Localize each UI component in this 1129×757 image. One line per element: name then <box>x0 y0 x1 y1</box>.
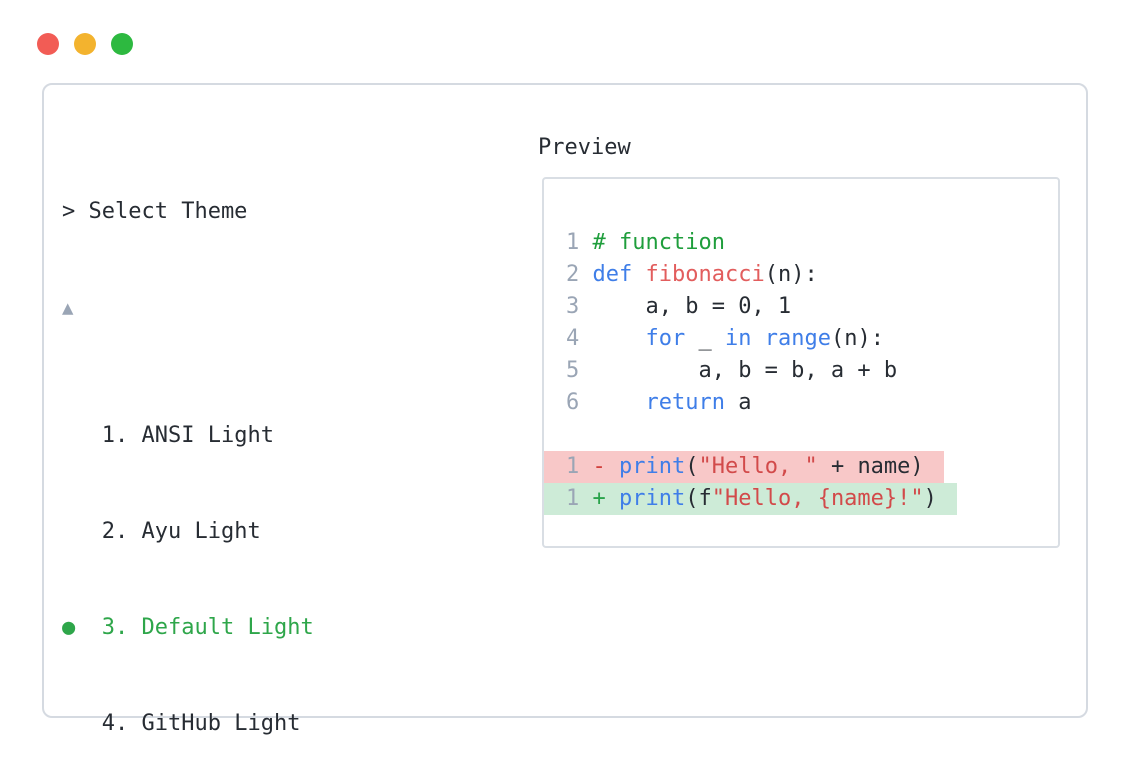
string-token: "Hello, " <box>698 454 818 479</box>
code-line: 3 a, b = 0, 1 <box>566 294 792 319</box>
option-label: ANSI Light <box>141 423 274 448</box>
selected-bullet-icon <box>62 423 89 448</box>
option-dot: . <box>115 519 142 544</box>
theme-picker: > Select Theme ▲ 1. ANSI Light 2. Ayu Li… <box>62 132 843 757</box>
string-token: "Hello, {name}!" <box>711 486 924 511</box>
option-label: Default Light <box>141 615 314 640</box>
close-button[interactable] <box>37 33 59 55</box>
keyword-token: def <box>592 262 646 287</box>
option-number: 4 <box>88 711 115 736</box>
code-line: 2 def fibonacci(n): <box>566 262 818 287</box>
code-line: 6 return a <box>566 390 752 415</box>
theme-option-ayu-light[interactable]: 2. Ayu Light <box>62 516 843 548</box>
keyword-token: range <box>764 326 831 351</box>
keyword-token: return <box>645 390 725 415</box>
diff-added-line: 1 + print(f"Hello, {name}!") <box>544 483 957 515</box>
selected-bullet-icon <box>62 519 89 544</box>
code-line-blank <box>544 419 1058 451</box>
select-theme-prompt: > Select Theme <box>62 199 248 224</box>
selected-bullet-icon <box>62 711 89 736</box>
window-controls <box>37 33 133 55</box>
preview-panel: 1 # function 2 def fibonacci(n): 3 a, b … <box>542 177 1060 548</box>
code-line: 4 for _ in range(n): <box>566 326 884 351</box>
keyword-token: print <box>619 486 686 511</box>
code-line: 1 # function <box>566 230 725 255</box>
theme-option-github-light[interactable]: 4. GitHub Light <box>62 708 843 740</box>
maximize-button[interactable] <box>111 33 133 55</box>
keyword-token: for <box>645 326 686 351</box>
option-number: 3 <box>88 615 115 640</box>
keyword-token: in <box>724 326 752 351</box>
minimize-button[interactable] <box>74 33 96 55</box>
selected-bullet-icon: ● <box>62 615 89 640</box>
option-label: GitHub Light <box>141 711 301 736</box>
option-label: Ayu Light <box>141 519 261 544</box>
keyword-token: print <box>619 454 686 479</box>
theme-option-default-light-selected[interactable]: ● 3. Default Light <box>62 612 843 644</box>
comment-token: # function <box>592 230 725 255</box>
option-number: 2 <box>88 519 115 544</box>
function-token: fibonacci <box>645 262 765 287</box>
preview-title: Preview <box>538 135 631 160</box>
option-dot: . <box>115 615 142 640</box>
diff-plus-icon: + <box>592 486 606 511</box>
diff-removed-line: 1 - print("Hello, " + name) <box>544 451 944 483</box>
theme-option-ansi-light[interactable]: 1. ANSI Light <box>62 420 843 452</box>
code-line: 5 a, b = b, a + b <box>566 358 898 383</box>
option-dot: . <box>115 423 142 448</box>
code-preview: 1 # function 2 def fibonacci(n): 3 a, b … <box>544 179 1058 515</box>
scroll-up-icon[interactable]: ▲ <box>62 297 74 319</box>
option-number: 1 <box>88 423 115 448</box>
option-dot: . <box>115 711 142 736</box>
diff-minus-icon: - <box>592 454 606 479</box>
